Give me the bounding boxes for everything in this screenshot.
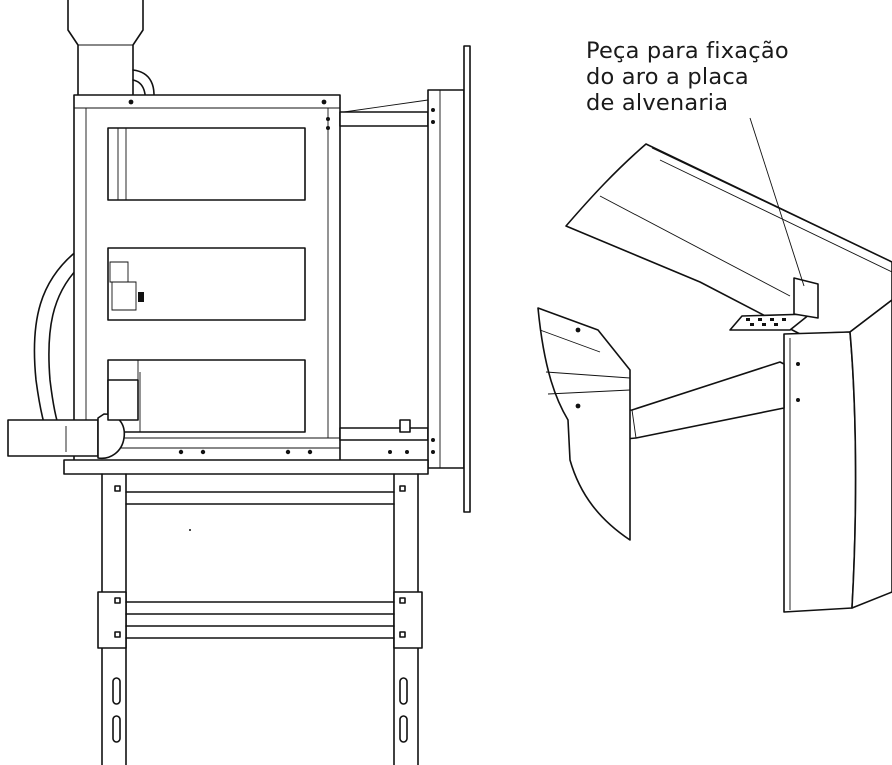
- right-detail-view: [537, 117, 892, 613]
- callout-line-1: Peça para fixação: [586, 38, 789, 64]
- outlet-pipe: [7, 379, 139, 460]
- housing-section: [537, 307, 631, 541]
- callout-label: Peça para fixação do aro a placa de alve…: [586, 38, 789, 116]
- left-side-view: [7, 0, 471, 765]
- callout-leader: [749, 117, 805, 287]
- frame-vertical-post: [783, 299, 892, 613]
- fixing-piece: [729, 277, 819, 331]
- callout-line-2: do aro a placa: [586, 64, 749, 90]
- housing-bolts: [128, 99, 330, 455]
- callout-line-3: de alvenaria: [586, 90, 729, 116]
- exhaust-duct: [67, 0, 144, 96]
- frame-top-rail: [565, 143, 892, 335]
- side-bracket: [611, 361, 785, 441]
- frame-ring: [339, 45, 471, 513]
- support-stand: [63, 459, 429, 765]
